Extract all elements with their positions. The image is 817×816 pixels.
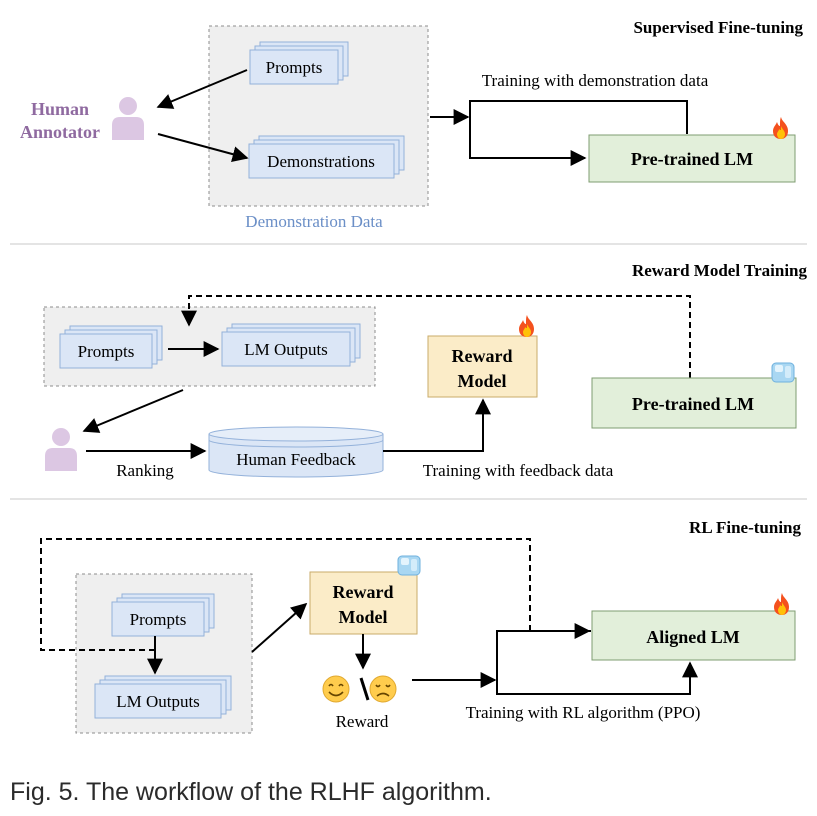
annotator-to-demonstrations-arrow [157,133,249,162]
rl-prompts-doc-stack: Prompts [111,593,215,637]
demonstration-data-label: Demonstration Data [245,212,383,231]
emoji-separator-slash [359,677,370,701]
rm-outputs-doc-stack: LM Outputs [221,323,361,367]
rl-outputs-label: LM Outputs [116,692,200,711]
rl-section: RL Fine-tuning Prompts LM Outputs Reward… [40,518,801,734]
aligned-to-outputs-dashed-loop [40,538,531,651]
rl-reward-model-box [309,571,418,635]
sft-edge-label: Training with demonstration data [482,71,709,90]
ice-cube-icon [771,362,795,383]
rm-pretrained-lm-box [591,377,797,429]
rl-title: RL Fine-tuning [689,518,801,537]
sft-section: Supervised Fine-tuning Demonstration Dat… [20,18,803,231]
fire-icon [774,593,789,615]
rm-prompts-label: Prompts [78,342,135,361]
annotator-label-line1: Human [31,99,89,119]
sft-title: Supervised Fine-tuning [633,18,803,37]
human-feedback-label: Human Feedback [236,450,356,469]
rm-section: Reward Model Training Prompts LM Outputs… [43,261,808,480]
aligned-lm-box [591,610,796,661]
demonstrations-label: Demonstrations [267,152,375,171]
rl-training-loop-arrow [496,630,698,695]
feedback-to-reward-arrow [383,398,491,452]
human-ranker-icon [45,428,77,471]
ice-cube-icon [397,555,421,576]
demonstrations-doc-stack: Demonstrations [248,135,405,179]
rm-pretrained-lm-label: Pre-trained LM [632,394,754,414]
figure-caption: Fig. 5. The workflow of the RLHF algorit… [10,778,492,806]
sft-pretrained-lm-label: Pre-trained LM [631,149,753,169]
prompts-to-annotator-arrow [156,69,248,109]
outputs-to-reward-arrow [251,602,308,653]
rm-reward-label-line2: Model [458,371,507,391]
prompts-doc-stack: Prompts [249,41,349,85]
pretrained-to-outputs-dashed-arrow [181,295,691,378]
reward-label: Reward [336,712,389,731]
annotator-label-line2: Annotator [20,122,100,142]
rlhf-workflow-diagram: Supervised Fine-tuning Demonstration Dat… [10,18,808,734]
rl-outputs-doc-stack: LM Outputs [94,675,232,719]
sad-emoji-icon [369,675,397,703]
human-annotator-icon [112,97,144,140]
outputs-to-human-arrow [82,389,184,433]
ranking-label: Ranking [116,461,174,480]
rm-reward-label-line1: Reward [452,346,513,366]
training-loop-arrow [469,100,688,166]
rm-prompts-doc-stack: Prompts [59,325,163,369]
rl-prompts-label: Prompts [130,610,187,629]
fire-icon [773,117,788,139]
fire-icon [519,315,534,337]
sft-prompts-label: Prompts [266,58,323,77]
rm-edge-label: Training with feedback data [423,461,614,480]
aligned-lm-label: Aligned LM [646,627,740,647]
human-feedback-database: Human Feedback [208,426,384,478]
sft-pretrained-lm-box [588,134,796,183]
rl-reward-label-line2: Model [339,607,388,627]
smile-emoji-icon [322,675,350,703]
rm-reward-model-box [427,335,538,398]
rl-edge-label: Training with RL algorithm (PPO) [466,703,701,722]
rm-title: Reward Model Training [632,261,808,280]
rm-outputs-label: LM Outputs [244,340,328,359]
rl-reward-label-line1: Reward [333,582,394,602]
